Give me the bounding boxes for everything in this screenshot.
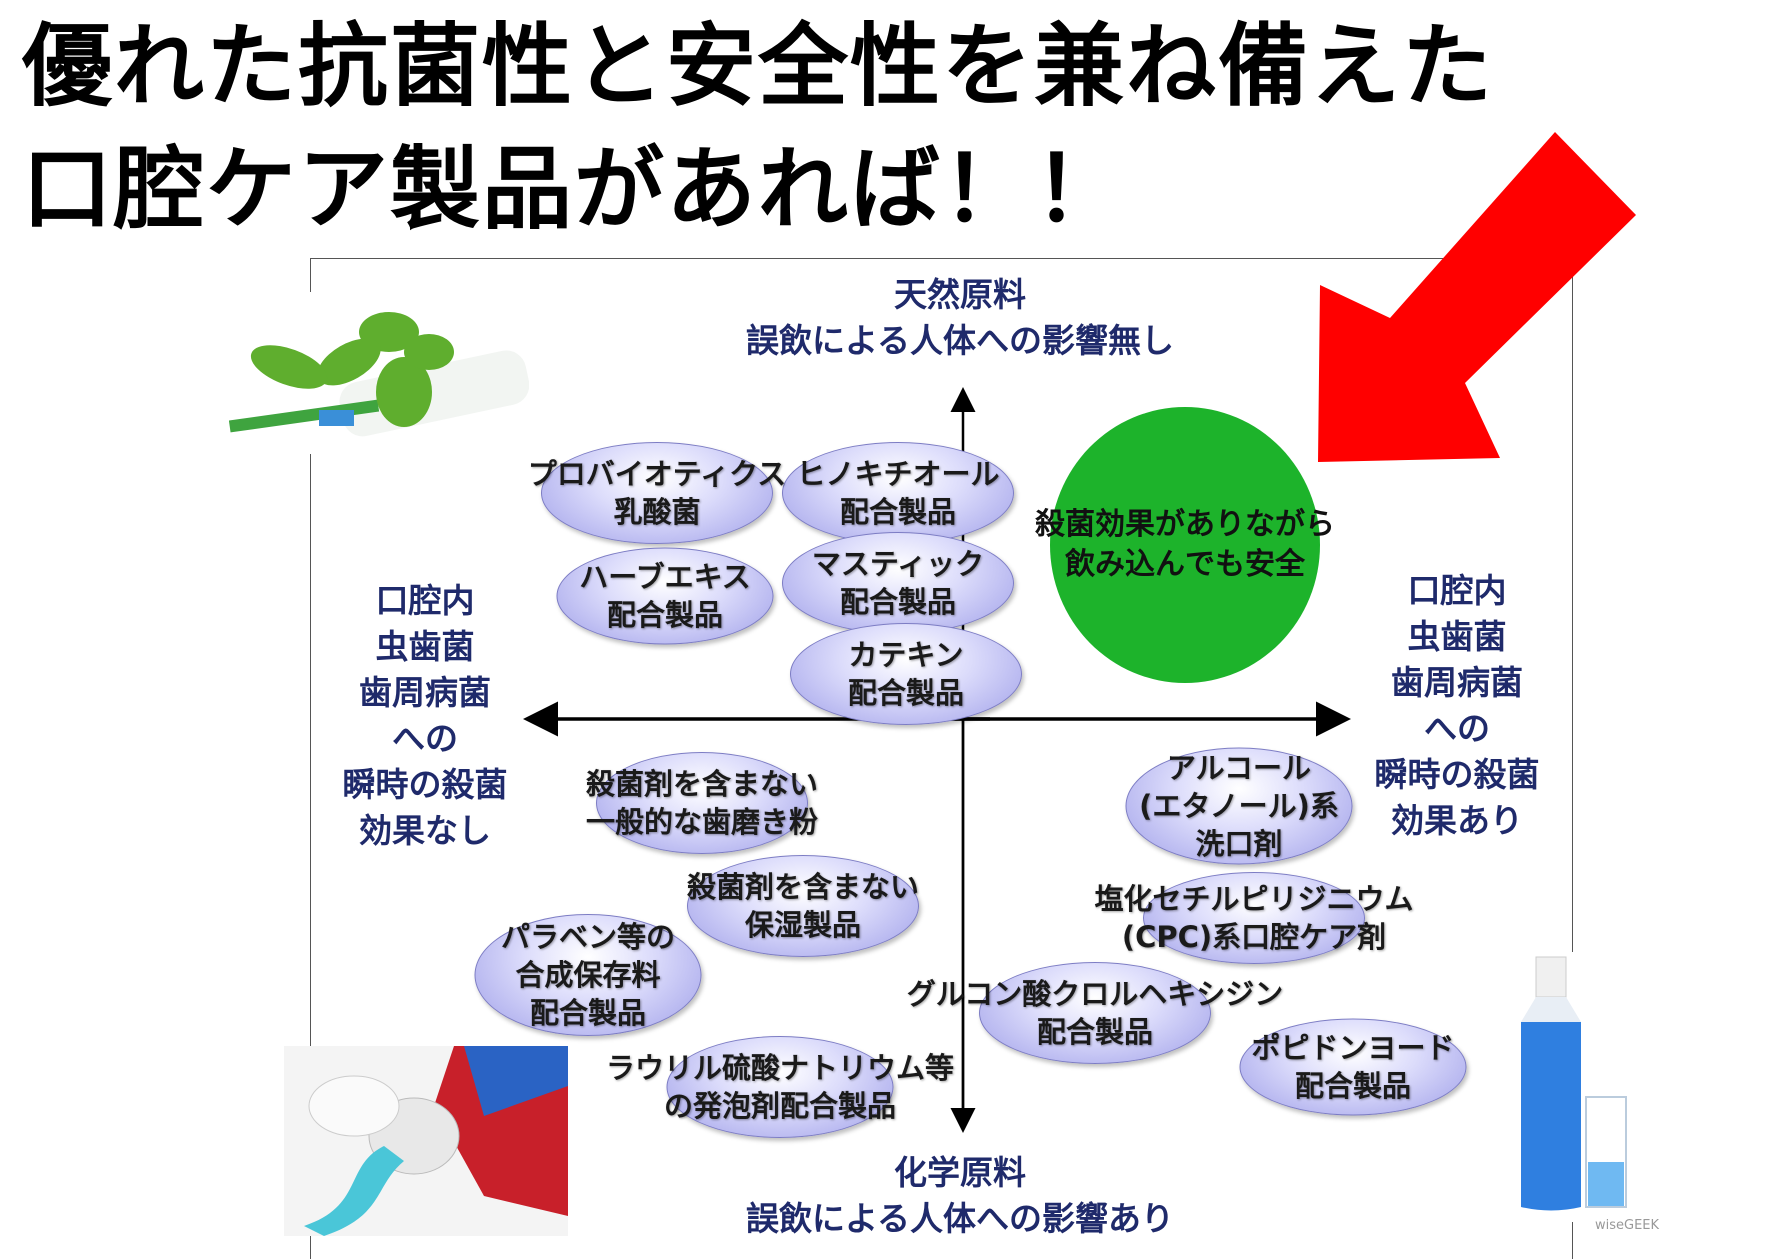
product-label: マスティック配合製品 (812, 545, 984, 621)
product-bubble (790, 623, 1022, 725)
product-label: グルコン酸クロルヘキシジン配合製品 (907, 975, 1283, 1051)
mint-toothpaste-image (229, 292, 529, 454)
product-bubble (1239, 1018, 1467, 1116)
mouthwash-bottle-image (1491, 952, 1652, 1222)
product-label-line: 配合製品 (1294, 1069, 1412, 1103)
product-label-line: ハーブエキス (579, 560, 751, 594)
target-line: 殺菌効果がありながら (1035, 507, 1335, 542)
product-label-line: 配合製品 (606, 598, 724, 632)
product-bubble (1143, 872, 1365, 964)
product-label: ラウリル硫酸ナトリウム等の発泡剤配合製品 (606, 1049, 954, 1125)
product-label: 塩化セチルピリジニウム (CPC)系口腔ケア剤 (1094, 880, 1413, 956)
axis-label-line: 口腔内 (375, 581, 475, 620)
product-label: アルコール (エタノール)系洗口剤 (1139, 749, 1339, 863)
product-label-line: 塩化セチルピリジニウム (1094, 882, 1414, 916)
axis-label-line: 虫歯菌 (375, 627, 475, 666)
watermark: wiseGEEK (1595, 1218, 1660, 1233)
product-label-line: グルコン酸クロルヘキシジン (906, 977, 1284, 1011)
axis-label-line: 瞬時の殺菌 (342, 765, 508, 804)
product-label: カテキン配合製品 (848, 636, 964, 712)
product-label-line: アルコール (1166, 751, 1312, 785)
target-zone-label: 殺菌効果がありながら 飲み込んでも安全 (1035, 505, 1335, 585)
product-label-line: ヒノキチオール (796, 457, 1000, 491)
product-bubble (782, 532, 1014, 634)
product-bubble (541, 442, 773, 544)
product-bubble (782, 442, 1014, 544)
axis-label-line: 誤飲による人体への影響無し (745, 321, 1175, 360)
axis-label-line: 口腔内 (1407, 571, 1507, 610)
product-label-line: ラウリル硫酸ナトリウム等 (605, 1051, 955, 1085)
product-label-line: 配合製品 (1036, 1015, 1154, 1049)
product-label-line: 乳酸菌 (613, 495, 701, 529)
product-label-line: 配合製品 (529, 996, 647, 1030)
axis-label-line: 効果あり (1391, 801, 1523, 840)
product-label-line: 配合製品 (847, 676, 965, 710)
product-bubble (687, 855, 919, 957)
axis-label-line: 歯周病菌 (359, 673, 491, 712)
diagram-frame (310, 258, 1573, 1259)
axis-label-right: 口腔内 虫歯菌 歯周病菌 への 瞬時の殺菌 効果あり (1375, 568, 1540, 844)
red-arrow-icon (1318, 132, 1636, 462)
product-bubble (556, 547, 774, 645)
product-label-line: 保湿製品 (744, 908, 862, 942)
axis-label-line: 効果なし (359, 811, 491, 850)
product-bubble (474, 914, 702, 1036)
product-label-line: 殺菌剤を含まない (585, 767, 819, 801)
product-label-line: プロバイオティクス (527, 457, 787, 491)
product-label: プロバイオティクス乳酸菌 (528, 455, 786, 531)
product-label-line: カテキン (848, 638, 964, 672)
product-label-line: 殺菌剤を含まない (686, 870, 920, 904)
title-line-2: 口腔ケア製品があれば！！ (22, 137, 1126, 242)
product-label-line: 配合製品 (839, 585, 957, 619)
title-line-1: 優れた抗菌性と安全性を兼ね備えた (22, 14, 1494, 119)
product-label-line: 一般的な歯磨き粉 (585, 805, 819, 839)
axis-label-line: 化学原料 (893, 1153, 1026, 1192)
product-label: パラベン等の合成保存料配合製品 (501, 918, 675, 1032)
product-label-line: 洗口剤 (1195, 827, 1283, 861)
axis-label-line: 瞬時の殺菌 (1374, 755, 1540, 794)
toothpaste-tube-image (284, 1046, 568, 1236)
product-label-line: 合成保存料 (515, 958, 661, 992)
product-bubble (596, 752, 808, 854)
axis-label-line: 誤飲による人体への影響あり (745, 1199, 1175, 1238)
axis-label-bottom: 化学原料 誤飲による人体への影響あり (746, 1150, 1174, 1242)
product-bubble (979, 962, 1211, 1064)
product-label: ポピドンヨード配合製品 (1251, 1029, 1454, 1105)
product-label: ハーブエキス配合製品 (579, 558, 750, 634)
product-label-line: マスティック (811, 547, 985, 581)
product-bubble (666, 1036, 894, 1138)
product-label: 殺菌剤を含まない一般的な歯磨き粉 (586, 765, 818, 841)
product-label-line: 配合製品 (839, 495, 957, 529)
product-bubble (1125, 747, 1353, 865)
axis-label-left: 口腔内 虫歯菌 歯周病菌 への 瞬時の殺菌 効果なし (343, 578, 508, 854)
axis-label-line: への (1424, 709, 1490, 748)
target-line: 飲み込んでも安全 (1065, 547, 1305, 582)
product-label-line: (CPC)系口腔ケア剤 (1121, 920, 1387, 954)
axis-label-top: 天然原料 誤飲による人体への影響無し (746, 272, 1174, 364)
axis-label-line: 歯周病菌 (1391, 663, 1523, 702)
product-label: 殺菌剤を含まない保湿製品 (687, 868, 919, 944)
product-label-line: パラベン等の (500, 920, 676, 954)
product-label-line: の発泡剤配合製品 (663, 1089, 897, 1123)
axis-label-line: 天然原料 (893, 275, 1026, 314)
axis-label-line: への (392, 719, 458, 758)
target-zone-circle (1050, 407, 1320, 683)
product-label-line: (エタノール)系 (1139, 789, 1339, 823)
product-label: ヒノキチオール配合製品 (796, 455, 999, 531)
axis-label-line: 虫歯菌 (1407, 617, 1507, 656)
product-label-line: ポピドンヨード (1251, 1031, 1455, 1065)
